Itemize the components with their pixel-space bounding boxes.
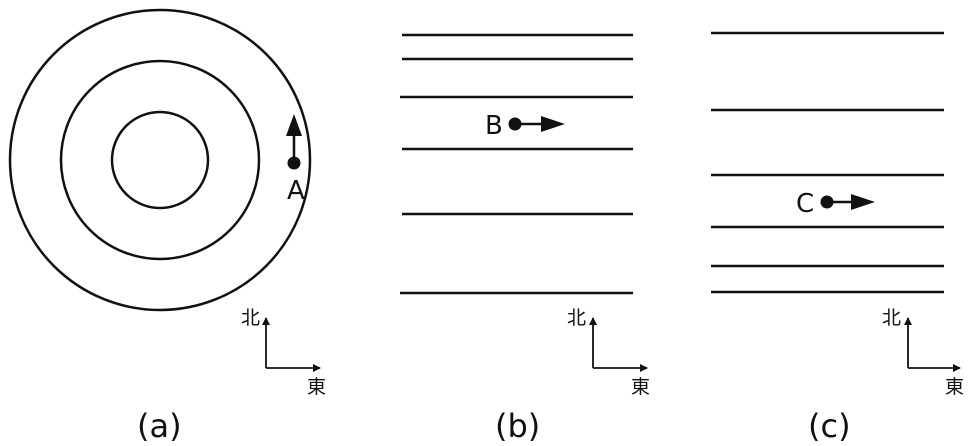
north-label-a: 北 — [241, 307, 260, 329]
point-b-label: B — [485, 111, 503, 141]
east-label-b: 東 — [631, 376, 650, 398]
east-label-c: 東 — [945, 376, 964, 398]
point-a-label: A — [287, 176, 305, 206]
east-label-a: 東 — [307, 376, 326, 398]
point-a-marker — [286, 114, 302, 170]
inner-circle — [110, 110, 210, 210]
north-label-c: 北 — [882, 307, 901, 329]
point-c-label: C — [796, 189, 814, 219]
compass-a: 北 東 — [241, 307, 326, 398]
point-b-marker — [508, 116, 565, 132]
north-label-b: 北 — [567, 307, 586, 329]
middle-circle — [59, 59, 261, 261]
caption-c: (c) — [808, 407, 851, 445]
outer-circle — [8, 8, 312, 312]
point-c-marker — [820, 194, 875, 210]
compass-c: 北 東 — [882, 307, 964, 398]
caption-a: (a) — [137, 407, 182, 445]
caption-b: (b) — [495, 407, 540, 445]
panel-a: A 北 東 (a) — [8, 8, 326, 445]
compass-b: 北 東 — [567, 307, 650, 398]
panel-c: C 北 東 (c) — [711, 31, 964, 445]
panel-b: B 北 東 (b) — [400, 33, 650, 445]
